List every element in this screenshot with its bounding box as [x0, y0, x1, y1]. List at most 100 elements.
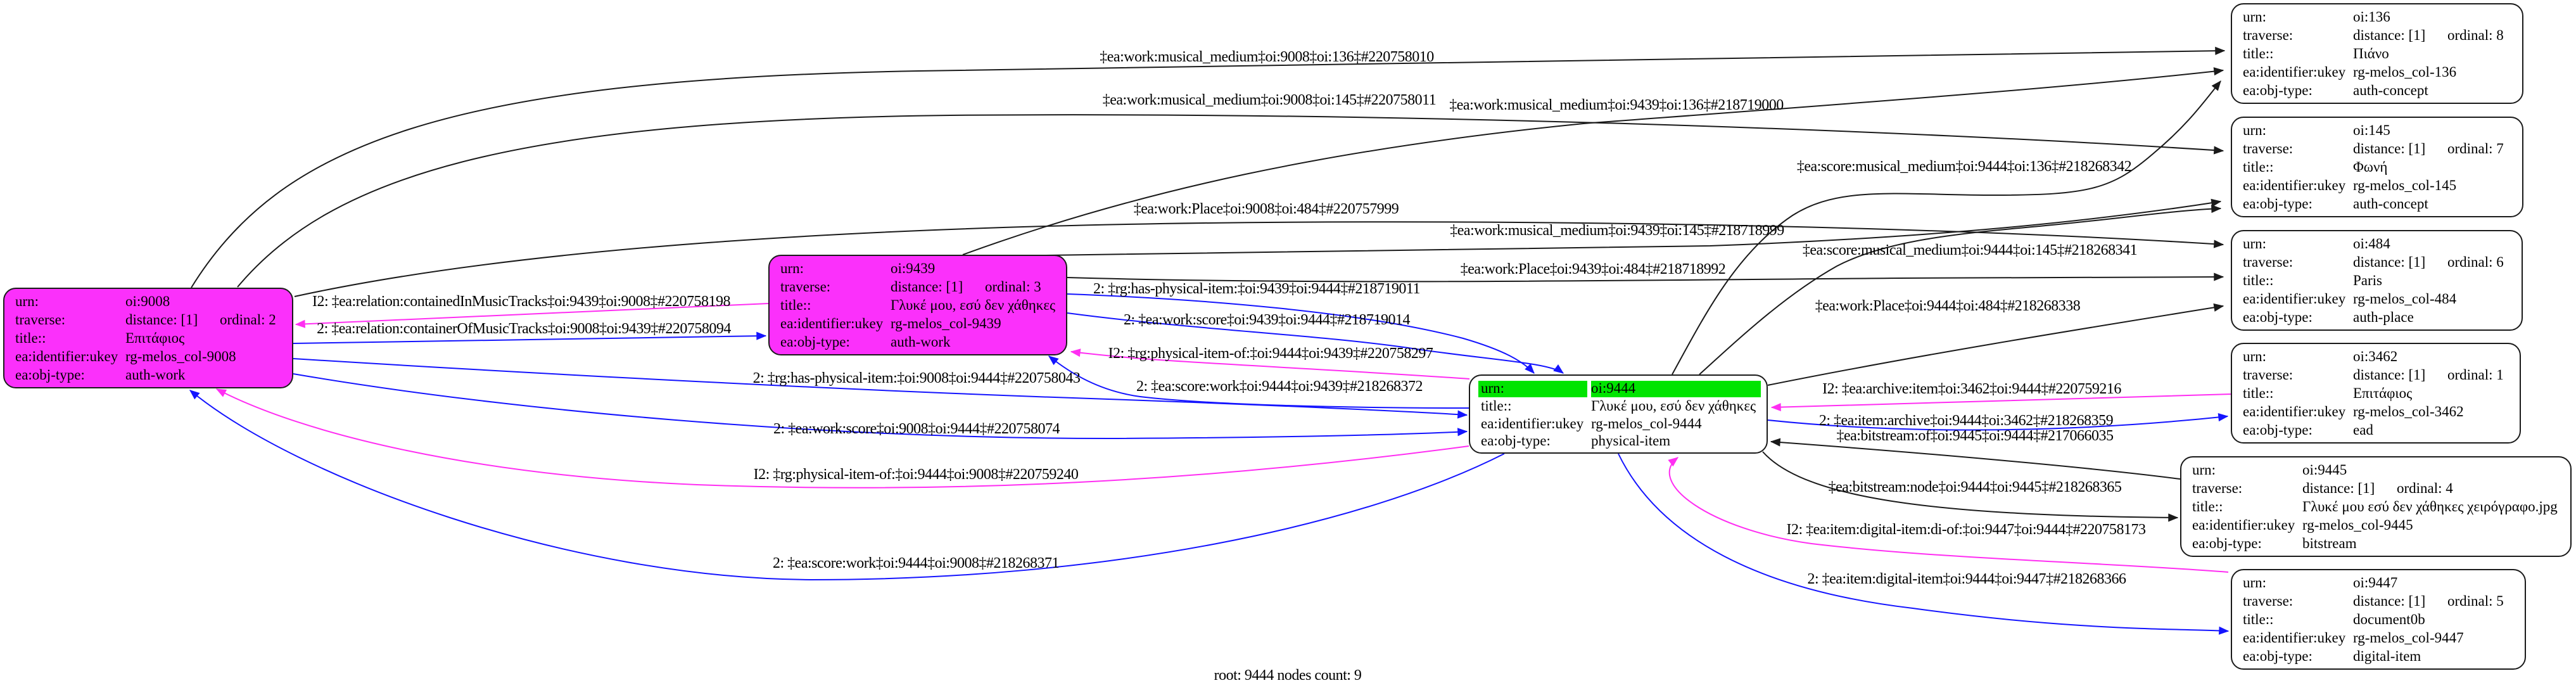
node-oi-9439[interactable]: urn: oi:9439 traverse: distance: [1] ord… [768, 255, 1067, 355]
edge-9008-9444-has-physical-item [293, 358, 1468, 419]
field-key: urn: [2243, 235, 2267, 252]
field-key: ea:obj-type: [2243, 421, 2313, 438]
field-key: traverse: [15, 311, 66, 328]
field-key: urn: [2243, 8, 2267, 25]
node-oi-9447[interactable]: urn: oi:9447 traverse: distance: [1] ord… [2231, 569, 2526, 670]
field-value: oi:9439 [891, 260, 936, 276]
field-key: ea:identifier:ukey [2192, 516, 2295, 533]
field-value: distance: [1] [2302, 480, 2375, 496]
field-key: ea:identifier:ukey [2243, 177, 2346, 193]
edge-label-9008-9444-has-physical-item: 2: ‡rg:has-physical-item:‡oi:9008‡oi:944… [753, 370, 1081, 387]
field-key: ea:obj-type: [2243, 82, 2313, 98]
field-key: urn: [2243, 122, 2267, 138]
field-value-ordinal: ordinal: 6 [2447, 253, 2504, 270]
field-key: urn: [2192, 461, 2216, 478]
edge-9439-9008-contained-in-music-tracks [295, 303, 769, 328]
edge-label-9008-136-work-musical-medium: ‡ea:work:musical_medium‡oi:9008‡oi:136‡#… [1100, 49, 1434, 65]
edge-label-9444-145-score-musical-medium: ‡ea:score:musical_medium‡oi:9444‡oi:145‡… [1803, 242, 2137, 259]
field-value: Επιτάφιος [2353, 385, 2413, 401]
field-value: rg-melos_col-9444 [1591, 415, 1702, 431]
edge-9444-9439-score-work [1048, 355, 1469, 409]
field-value: Φωνή [2353, 158, 2388, 175]
edge-label-9439-484-work-place: ‡ea:work:Place‡oi:9439‡oi:484‡#218718992 [1461, 261, 1726, 278]
field-value-ordinal: ordinal: 2 [220, 311, 276, 328]
field-value: rg-melos_col-3462 [2353, 403, 2464, 419]
field-value: bitstream [2302, 535, 2357, 551]
node-oi-484[interactable]: urn: oi:484 traverse: distance: [1] ordi… [2231, 230, 2523, 331]
edge-9444-9447-item-digital-item [1618, 453, 2230, 635]
field-value: distance: [1] [2353, 27, 2426, 43]
field-value: rg-melos_col-9447 [2353, 629, 2464, 646]
edge-label-9439-9008-contained-in-music-tracks: I2: ‡ea:relation:containedInMusicTracks‡… [312, 293, 731, 310]
field-value: auth-concept [2353, 195, 2428, 212]
node-oi-136[interactable]: urn: oi:136 traverse: distance: [1] ordi… [2231, 3, 2523, 104]
edge-label-9008-145-work-musical-medium: ‡ea:work:musical_medium‡oi:9008‡oi:145‡#… [1103, 92, 1437, 108]
field-value: rg-melos_col-145 [2353, 177, 2457, 193]
field-key: ea:obj-type: [2243, 648, 2313, 664]
field-value: oi:9444 [1591, 380, 1636, 396]
edge-label-9445-9444-bitstream-of: ‡ea:bitstream:of‡oi:9445‡oi:9444‡#217066… [1836, 428, 2114, 444]
field-value: digital-item [2353, 648, 2421, 664]
node-oi-9445[interactable]: urn: oi:9445 traverse: distance: [1] ord… [2180, 456, 2572, 557]
edge-label-9008-9439-container-of-music-tracks: 2: ‡ea:relation:containerOfMusicTracks‡o… [317, 321, 731, 337]
edge-label-9444-9445-bitstream-node: ‡ea:bitstream:node‡oi:9444‡oi:9445‡#2182… [1829, 479, 2122, 495]
field-value: Γλυκέ μου, εσύ δεν χάθηκες [891, 297, 1056, 313]
field-value: distance: [1] [891, 278, 963, 295]
field-key: ea:identifier:ukey [2243, 63, 2346, 80]
field-key: title:: [2243, 385, 2274, 401]
graph-footer: root: 9444 nodes count: 9 [1214, 667, 1362, 684]
field-key: traverse: [780, 278, 831, 295]
field-value: rg-melos_col-9008 [125, 348, 236, 364]
edge-label-9439-145-work-musical-medium: ‡ea:work:musical_medium‡oi:9439‡oi:145‡#… [1450, 222, 1784, 239]
edge-9445-9444-bitstream-of [1770, 438, 2181, 480]
field-value: oi:9447 [2353, 574, 2398, 591]
field-value: auth-concept [2353, 82, 2428, 98]
field-key: ea:identifier:ukey [15, 348, 118, 364]
field-value-ordinal: ordinal: 4 [2397, 480, 2453, 496]
field-value: rg-melos_col-136 [2353, 63, 2457, 80]
field-value: physical-item [1591, 433, 1671, 449]
field-value: Paris [2353, 272, 2382, 288]
field-key: traverse: [2243, 592, 2294, 609]
edge-label-9008-9444-work-score: 2: ‡ea:work:score‡oi:9008‡oi:9444‡#22075… [773, 421, 1060, 437]
node-oi-3462[interactable]: urn: oi:3462 traverse: distance: [1] ord… [2231, 343, 2521, 444]
edge-9008-9444-work-score [293, 373, 1468, 440]
field-key: urn: [2243, 348, 2267, 364]
edge-label-9439-136-work-musical-medium: ‡ea:work:musical_medium‡oi:9439‡oi:136‡#… [1449, 97, 1784, 113]
field-value: oi:9008 [125, 293, 170, 309]
field-value: oi:3462 [2353, 348, 2398, 364]
field-key: traverse: [2243, 253, 2294, 270]
field-key: ea:identifier:ukey [780, 315, 884, 331]
node-oi-9444[interactable]: urn: oi:9444 title:: Γλυκέ μου, εσύ δεν … [1469, 374, 1768, 454]
edge-label-9444-9008-score-work: 2: ‡ea:score:work‡oi:9444‡oi:9008‡#21826… [773, 555, 1059, 572]
field-value-ordinal: ordinal: 5 [2447, 592, 2504, 609]
field-key: traverse: [2243, 366, 2294, 383]
node-oi-145[interactable]: urn: oi:145 traverse: distance: [1] ordi… [2231, 117, 2523, 217]
edge-9439-9444-has-physical-item [1067, 293, 1535, 374]
edge-label-9008-484-work-place: ‡ea:work:Place‡oi:9008‡oi:484‡#220757999 [1134, 201, 1399, 217]
highlight-cell-key [1478, 381, 1587, 397]
field-value: distance: [1] [2353, 140, 2426, 157]
field-value: rg-melos_col-484 [2353, 290, 2457, 307]
field-value: oi:145 [2353, 122, 2390, 138]
field-key: title:: [15, 329, 46, 346]
edge-9444-145-score-musical-medium [1699, 205, 2222, 375]
edge-label-9439-9444-work-score: 2: ‡ea:work:score‡oi:9439‡oi:9444‡#21871… [1124, 312, 1410, 328]
field-key: ea:identifier:ukey [2243, 403, 2346, 419]
field-key: title:: [2243, 272, 2274, 288]
edge-9444-484-work-place [1767, 303, 2224, 386]
edge-label-9444-3462-item-archive: 2: ‡ea:item:archive‡oi:9444‡oi:3462‡#218… [1819, 412, 2114, 429]
field-value: rg-melos_col-9445 [2302, 516, 2413, 533]
field-key: traverse: [2243, 27, 2294, 43]
field-key: ea:obj-type: [780, 333, 850, 350]
field-key: ea:identifier:ukey [1481, 415, 1584, 431]
edge-3462-9444-archive-item [1770, 393, 2231, 412]
field-value: Γλυκέ μου εσύ δεν χάθηκες χειρόγραφο.jpg [2302, 498, 2558, 514]
edge-label-3462-9444-archive-item: I2: ‡ea:archive:item‡oi:3462‡oi:9444‡#22… [1822, 381, 2121, 397]
node-oi-9008[interactable]: urn: oi:9008 traverse: distance: [1] ord… [3, 288, 293, 388]
field-key: title:: [2243, 45, 2274, 61]
edge-label-9439-9444-has-physical-item: 2: ‡rg:has-physical-item:‡oi:9439‡oi:944… [1093, 281, 1420, 297]
field-key: title:: [2192, 498, 2223, 514]
field-key: ea:identifier:ukey [2243, 290, 2346, 307]
